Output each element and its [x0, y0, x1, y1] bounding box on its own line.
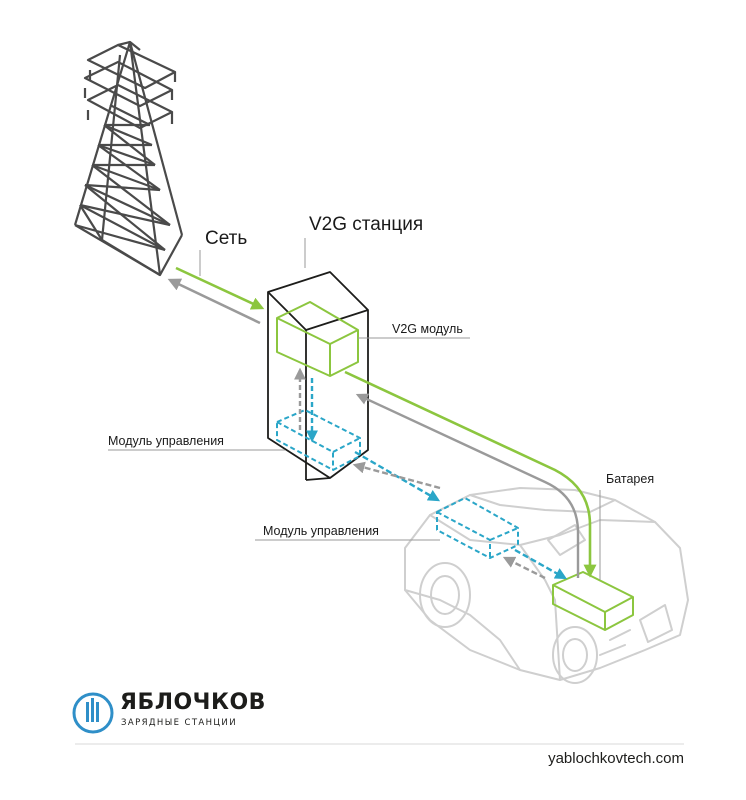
suv-car-icon — [404, 487, 689, 684]
grid-label: Сеть — [205, 228, 248, 249]
station-control-module-label: Модуль управления — [108, 434, 224, 448]
v2g-station — [267, 271, 369, 481]
transmission-tower-icon — [73, 40, 184, 277]
control-flow-arrows — [352, 450, 568, 580]
battery-box — [552, 571, 634, 631]
leader-lines — [108, 238, 601, 580]
grid-flow-arrows — [167, 266, 265, 325]
website-link[interactable]: yablochkovtech.com — [548, 750, 684, 767]
v2g-module-box — [276, 301, 359, 377]
brand-name: ЯБЛОЧКОВ — [120, 690, 266, 715]
station-label: V2G станция — [309, 214, 424, 235]
car-control-module-box — [436, 497, 519, 559]
station-control-module-box — [276, 409, 361, 471]
power-flow-arrows — [344, 370, 597, 578]
pylon-logo-icon — [72, 692, 114, 734]
internal-flow-arrows — [294, 367, 318, 443]
v2g-module-label: V2G модуль — [392, 322, 463, 336]
battery-label: Батарея — [606, 472, 655, 486]
brand-tagline: ЗАРЯДНЫЕ СТАНЦИИ — [121, 718, 237, 728]
car-control-module-label: Модуль управления — [263, 524, 379, 538]
